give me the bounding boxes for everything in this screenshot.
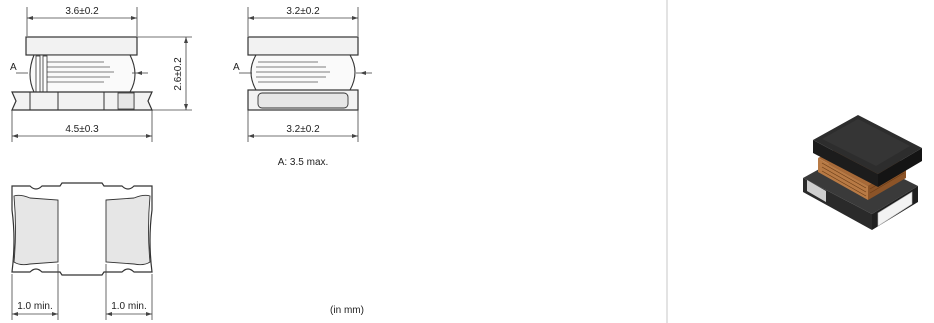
side-view: 3.2±0.2 A 3.2±0.2 A: 3.5 max. [233, 6, 372, 168]
front-coil-windings [44, 61, 114, 83]
a-max-note: A: 3.5 max. [278, 157, 329, 168]
side-terminal [257, 92, 349, 109]
front-top-width-label: 3.6±0.2 [65, 6, 99, 17]
left-electrode-label: 1.0 min. [17, 301, 53, 312]
front-terminal-right [117, 92, 135, 110]
side-top-width-label: 3.2±0.2 [286, 6, 320, 17]
inductor-product-illustration [803, 115, 922, 230]
bottom-electrode-right [105, 194, 151, 266]
front-top-cap [25, 36, 138, 56]
front-view: 3.6±0.2 A 2.6±0.2 [10, 6, 192, 142]
unit-note: (in mm) [330, 305, 364, 316]
bottom-electrode-left [13, 194, 59, 266]
side-coil-windings [256, 61, 330, 83]
side-a-marker: A [233, 62, 240, 73]
front-bottom-width-label: 4.5±0.3 [65, 124, 99, 135]
front-a-marker: A [10, 62, 17, 73]
side-bottom-width-label: 3.2±0.2 [286, 124, 320, 135]
right-electrode-label: 1.0 min. [111, 301, 147, 312]
side-top-cap [247, 36, 359, 56]
bottom-view: 1.0 min. 1.0 min. [11, 182, 153, 320]
side-coil-body [250, 54, 356, 91]
front-height-label: 2.6±0.2 [173, 57, 184, 91]
